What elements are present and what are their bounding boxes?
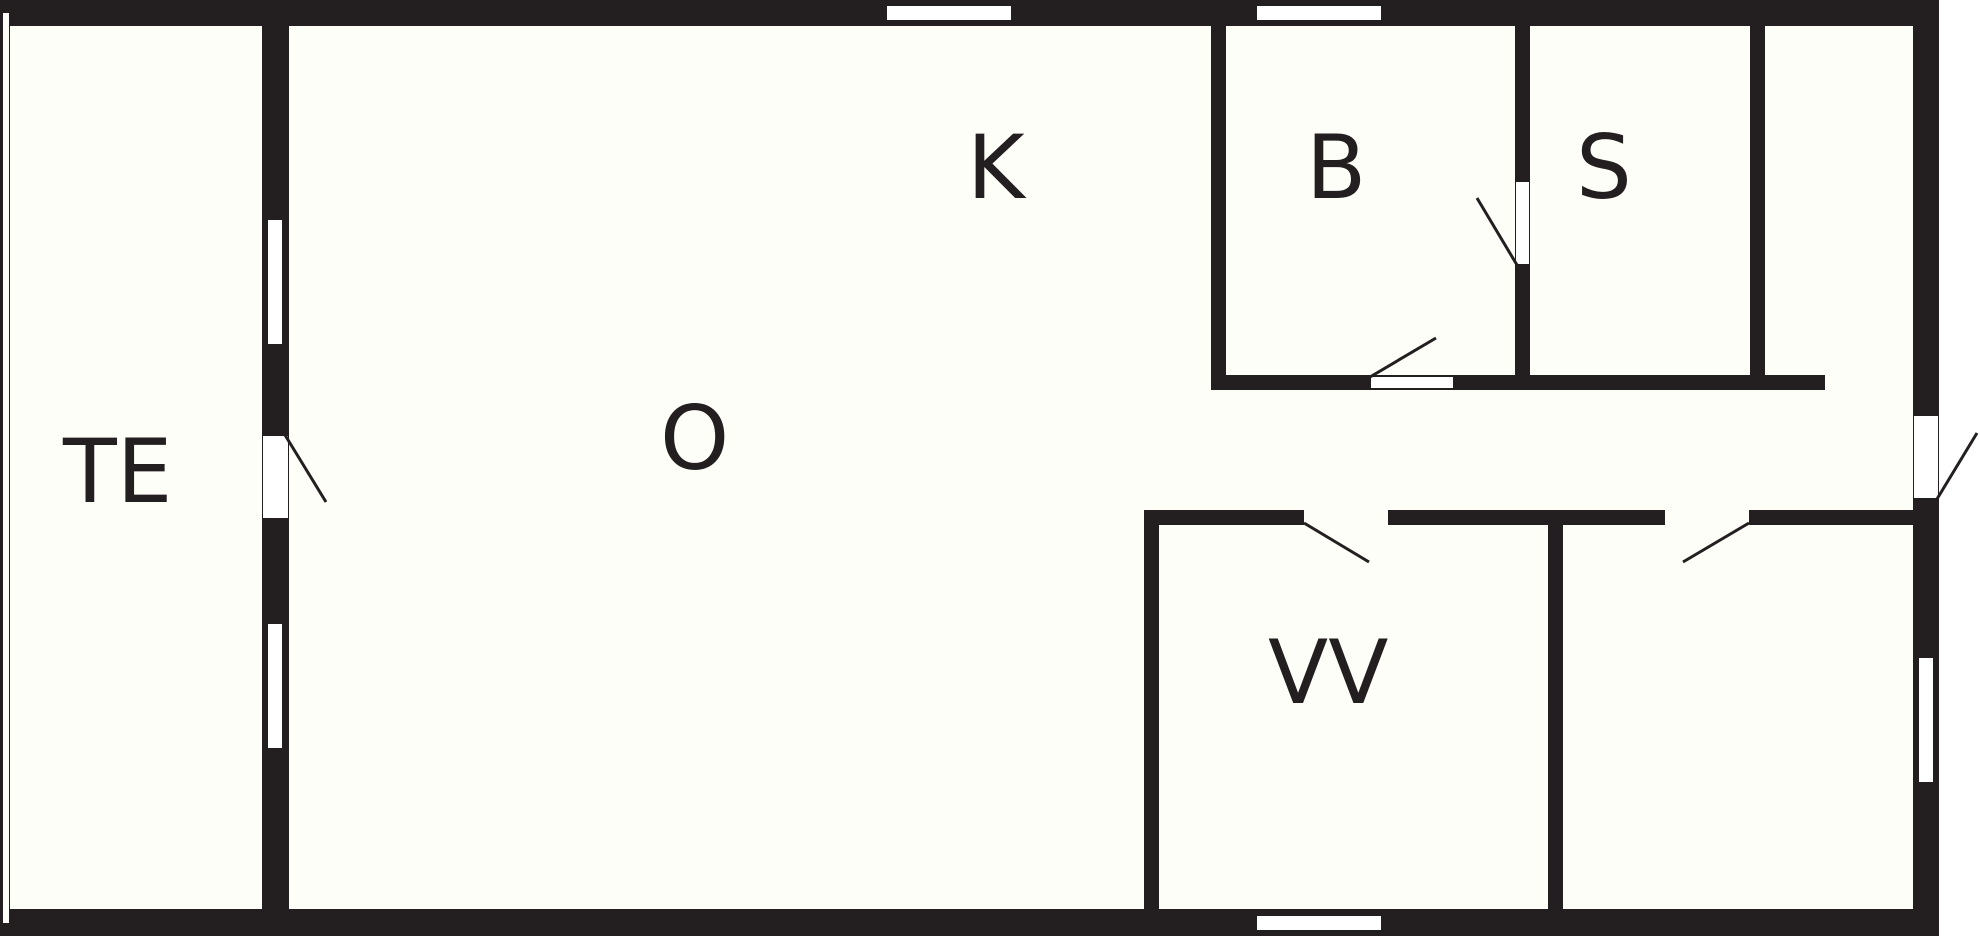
room-label-vv: VV (1268, 621, 1388, 724)
left-wall-inner-strip (3, 13, 9, 923)
windows (268, 6, 1933, 930)
room-label-k: K (967, 116, 1027, 219)
door-openings (262, 181, 1939, 519)
door-swings (283, 197, 1979, 564)
room-label-te: TE (62, 420, 172, 523)
room-label-s: S (1576, 116, 1632, 219)
room-label-b: B (1306, 116, 1366, 219)
door-opening-edges (262, 181, 1939, 519)
room-label-o: O (660, 387, 729, 490)
floor-area (4, 13, 1939, 928)
inner-walls (1144, 13, 1919, 923)
